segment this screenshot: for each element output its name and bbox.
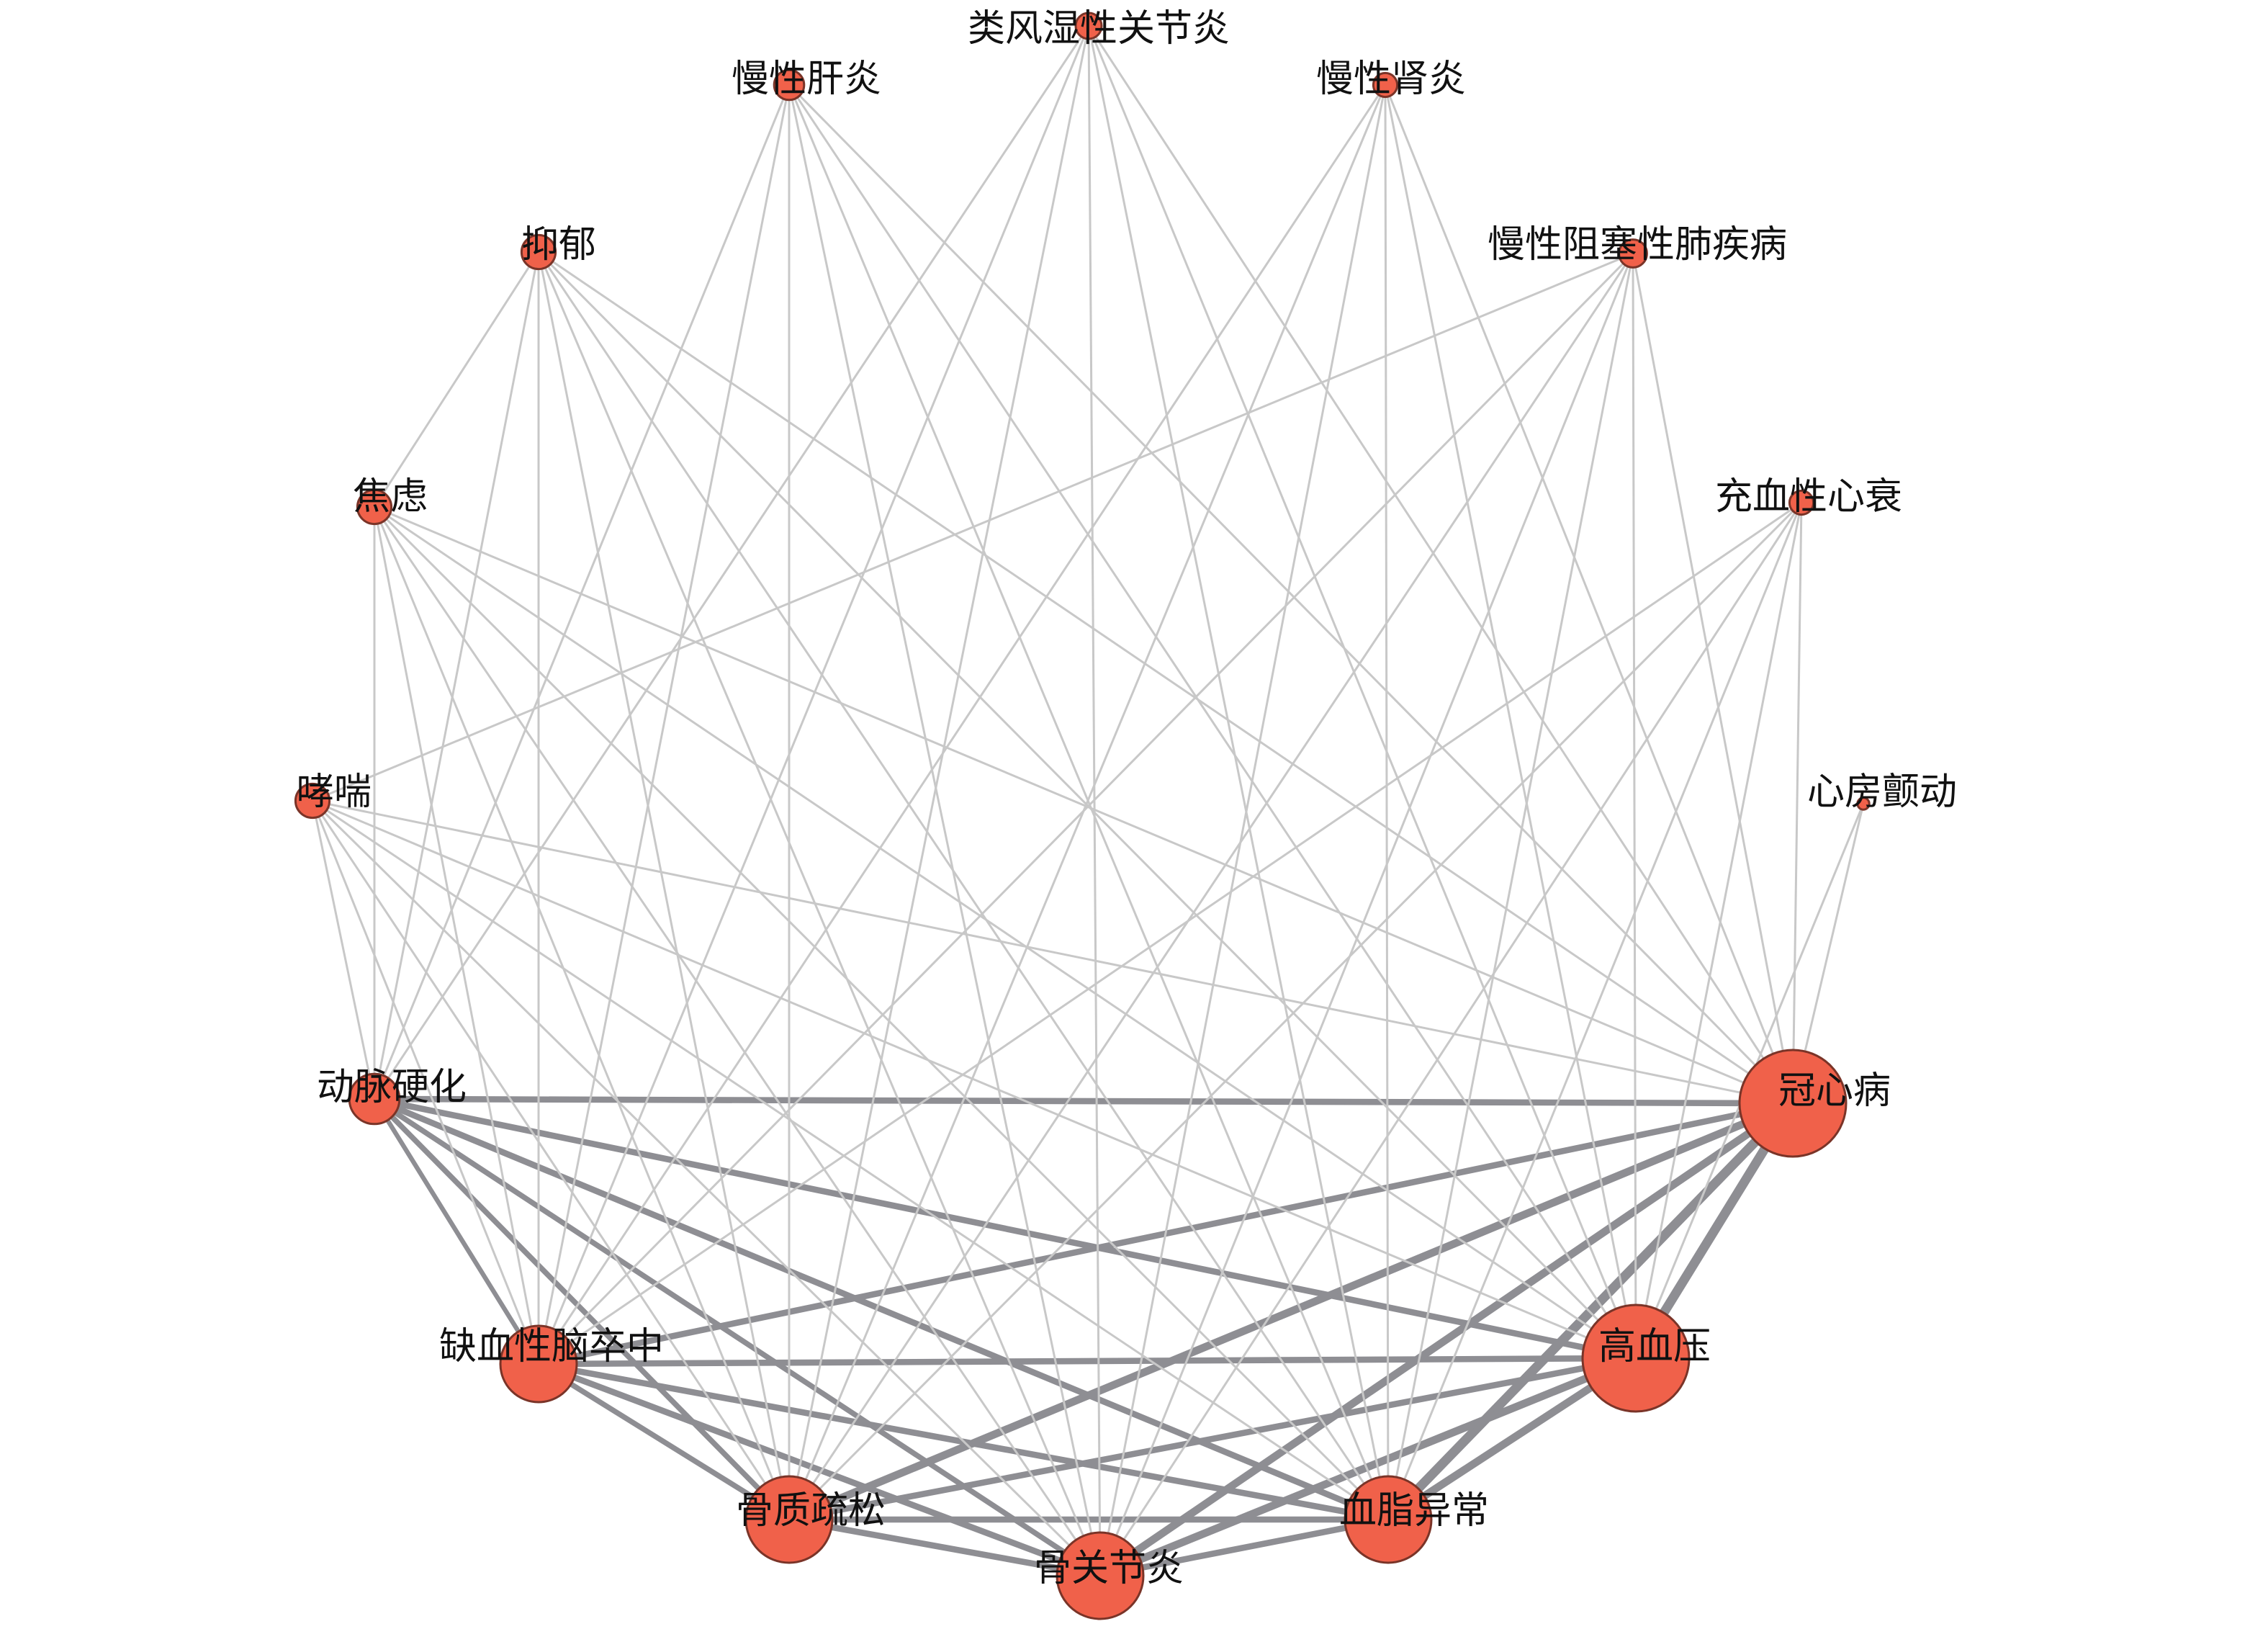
edge-shenyan-gaoxueya <box>1384 84 1637 1360</box>
edge-layer <box>311 24 1865 1580</box>
edge-yiyu-guzhi <box>537 251 791 1521</box>
edge-copd-gaoxueya <box>1632 252 1637 1360</box>
edge-fengshi-guanxinbing <box>1087 24 1794 1105</box>
edge-jiaolv-yiyu <box>373 251 540 508</box>
edge-copd-guzhi <box>788 252 1634 1521</box>
node-label-guanxinbing: 冠心病 <box>1778 1069 1891 1113</box>
node-gaoxueya[interactable] <box>1581 1303 1691 1413</box>
edge-shenyan-guguanjie <box>1099 84 1387 1577</box>
node-guzhi[interactable] <box>744 1475 834 1564</box>
edge-copd-xuezhi <box>1387 252 1634 1521</box>
edge-xiaochuan-naocuzhong <box>311 799 540 1365</box>
node-xuezhi[interactable] <box>1344 1475 1433 1564</box>
node-label-jiaolv: 焦虑 <box>353 475 428 519</box>
edge-ganyan-dongmai <box>373 84 791 1100</box>
edge-naocuzhong-dongmai <box>372 1096 541 1367</box>
edge-gaoxueya-guzhi <box>786 1355 1639 1523</box>
node-label-fengshi: 类风湿性关节炎 <box>968 7 1230 50</box>
node-yiyu[interactable] <box>520 233 557 271</box>
node-jiaolv[interactable] <box>356 488 393 526</box>
edge-guguanjie-naocuzhong <box>535 1360 1104 1579</box>
node-label-naocuzhong: 缺血性脑卒中 <box>439 1325 664 1368</box>
edge-jiaolv-naocuzhong <box>373 506 540 1365</box>
edge-xinshuai-guguanjie <box>1099 501 1803 1577</box>
edge-xinshuai-guanxinbing <box>1791 501 1803 1105</box>
node-ganyan[interactable] <box>773 68 806 102</box>
edge-guanxinbing-dongmai <box>371 1095 1796 1107</box>
node-label-xiaochuan: 哮喘 <box>297 771 372 814</box>
node-layer <box>294 12 1871 1620</box>
edge-guguanjie-dongmai <box>372 1096 1103 1579</box>
node-naocuzhong[interactable] <box>499 1324 578 1404</box>
edge-jiaolv-guzhi <box>373 506 791 1521</box>
node-guanxinbing[interactable] <box>1738 1049 1848 1158</box>
edge-shenyan-xuezhi <box>1384 84 1390 1521</box>
edge-ganyan-gaoxueya <box>788 84 1637 1360</box>
edge-xuezhi-guguanjie <box>1097 1516 1392 1579</box>
node-label-fangchan: 心房颤动 <box>1807 771 1957 814</box>
edge-gaoxueya-dongmai <box>371 1095 1639 1362</box>
node-fengshi[interactable] <box>1074 12 1103 40</box>
edge-guzhi-dongmai <box>372 1096 792 1522</box>
edge-ganyan-guguanjie <box>788 84 1102 1577</box>
edge-yiyu-guguanjie <box>537 251 1102 1577</box>
edge-copd-guguanjie <box>1099 252 1634 1577</box>
edge-xiaochuan-xuezhi <box>311 799 1390 1521</box>
edge-copd-naocuzhong <box>537 252 1634 1365</box>
node-label-guzhi: 骨质疏松 <box>736 1489 886 1532</box>
edge-fengshi-naocuzhong <box>537 24 1090 1365</box>
edge-jiaolv-xuezhi <box>373 506 1390 1521</box>
node-fangchan[interactable] <box>1856 796 1871 811</box>
node-label-dongmai: 动脉硬化 <box>317 1066 467 1109</box>
node-xinshuai[interactable] <box>1788 489 1815 516</box>
node-label-yiyu: 抑郁 <box>521 223 596 266</box>
edge-yiyu-guanxinbing <box>537 251 1794 1105</box>
edge-xiaochuan-guzhi <box>311 799 791 1521</box>
node-label-gaoxueya: 高血压 <box>1598 1325 1711 1368</box>
node-label-xuezhi: 血脂异常 <box>1339 1489 1489 1532</box>
edge-copd-guanxinbing <box>1632 252 1794 1105</box>
node-dongmai[interactable] <box>348 1072 401 1126</box>
edge-shenyan-naocuzhong <box>537 84 1387 1365</box>
edge-xinshuai-naocuzhong <box>537 501 1803 1365</box>
edge-gaoxueya-guguanjie <box>1096 1354 1640 1580</box>
node-xiaochuan[interactable] <box>294 782 331 820</box>
edge-guanxinbing-guzhi <box>785 1099 1797 1524</box>
edge-guzhi-naocuzhong <box>536 1361 792 1522</box>
edge-guguanjie-guzhi <box>786 1516 1104 1579</box>
edge-xiaochuan-dongmai <box>311 799 376 1100</box>
edge-xinshuai-guzhi <box>788 501 1803 1521</box>
edge-xuezhi-dongmai <box>371 1095 1392 1523</box>
edge-fengshi-dongmai <box>373 24 1090 1100</box>
edge-shenyan-guzhi <box>788 84 1387 1521</box>
edge-jiaolv-guguanjie <box>373 506 1102 1577</box>
edge-xiaochuan-guanxinbing <box>311 799 1794 1105</box>
edge-shenyan-guanxinbing <box>1384 84 1794 1105</box>
node-copd[interactable] <box>1618 238 1648 269</box>
node-shenyan[interactable] <box>1372 71 1399 99</box>
edge-guanxinbing-guguanjie <box>1096 1099 1797 1580</box>
node-label-copd: 慢性阻塞性肺疾病 <box>1488 223 1787 266</box>
node-label-ganyan: 慢性肝炎 <box>732 58 881 101</box>
edge-fengshi-xuezhi <box>1087 24 1390 1521</box>
edge-jiaolv-guanxinbing <box>373 506 1794 1105</box>
edge-fengshi-guzhi <box>788 24 1090 1521</box>
node-label-xinshuai: 充血性心衰 <box>1715 475 1902 519</box>
edge-yiyu-xuezhi <box>537 251 1390 1521</box>
edge-ganyan-naocuzhong <box>537 84 791 1365</box>
node-label-guguanjie: 骨关节炎 <box>1034 1547 1184 1590</box>
edge-xinshuai-xuezhi <box>1387 501 1803 1521</box>
edge-xinshuai-gaoxueya <box>1634 501 1803 1360</box>
edge-yiyu-gaoxueya <box>537 251 1637 1360</box>
node-guguanjie[interactable] <box>1056 1531 1145 1620</box>
node-label-shenyan: 慢性肾炎 <box>1316 58 1466 101</box>
edge-gaoxueya-naocuzhong <box>535 1355 1639 1368</box>
edge-jiaolv-gaoxueya <box>373 506 1637 1360</box>
edge-yiyu-dongmai <box>373 251 540 1100</box>
